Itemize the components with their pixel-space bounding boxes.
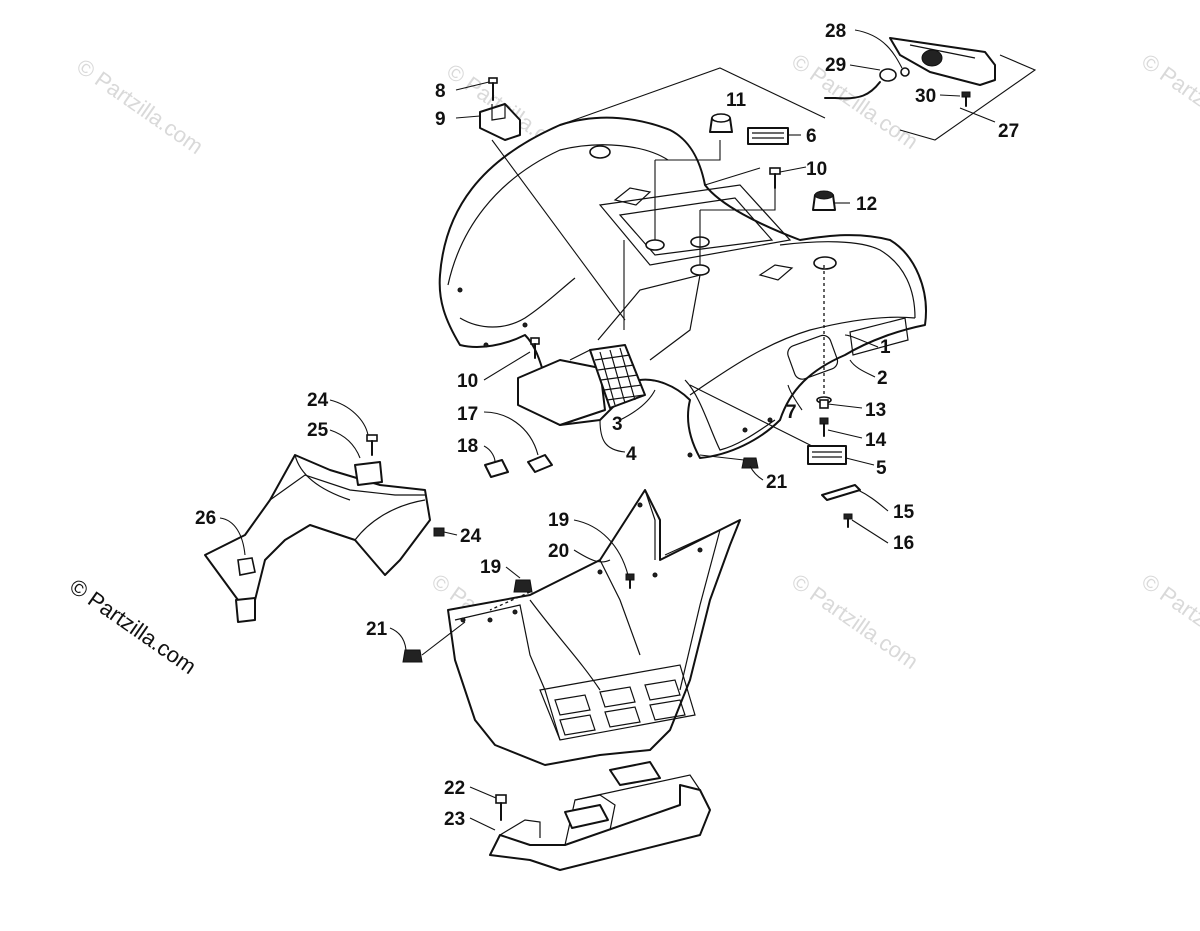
watermark-text: © Partzilla.com <box>787 569 923 675</box>
callout-label: 19 <box>480 557 501 578</box>
clip-17 <box>527 454 553 473</box>
nut-19 <box>513 579 533 593</box>
callout-label: 4 <box>626 444 637 465</box>
callout-label: 22 <box>444 778 465 799</box>
callout-label: 3 <box>612 414 623 435</box>
callout-label: 29 <box>825 55 846 76</box>
screw-19-inner <box>625 573 635 589</box>
clip-18 <box>484 459 509 478</box>
callout-label: 26 <box>195 508 216 529</box>
screw-24-right <box>433 527 445 537</box>
fastener-13 <box>816 396 832 409</box>
callout-label: 25 <box>307 420 329 441</box>
callout-label: 9 <box>435 109 446 130</box>
callout-label: 24 <box>307 390 329 411</box>
callout-label: 8 <box>435 81 446 102</box>
callout-label: 19 <box>548 510 569 531</box>
nut-21-top <box>741 457 759 469</box>
callout-label: 23 <box>444 809 465 830</box>
footwell <box>447 489 741 766</box>
callout-label: 18 <box>457 436 478 457</box>
watermark-text: © Partzilla.com <box>1137 49 1200 155</box>
callout-label: 24 <box>460 526 482 547</box>
bolt-10-left <box>530 337 540 359</box>
callout-label: 13 <box>865 400 886 421</box>
rear-rack <box>489 761 711 871</box>
watermark-text: © Partzilla.com <box>72 54 208 160</box>
callout-label: 20 <box>548 541 569 562</box>
grommet-12 <box>812 190 836 211</box>
callout-label: 2 <box>877 368 888 389</box>
bolt-22 <box>495 794 507 821</box>
callout-label: 21 <box>366 619 388 640</box>
callout-label: 10 <box>806 159 827 180</box>
bracket-9 <box>479 103 521 141</box>
callout-label: 10 <box>457 371 478 392</box>
callout-label: 16 <box>893 533 914 554</box>
nut-21-bottom <box>402 649 423 663</box>
callout-label: 28 <box>825 21 846 42</box>
copyright-text: © Partzilla.com <box>65 574 201 680</box>
callout-label: 11 <box>726 90 747 111</box>
callout-leaders <box>219 29 996 831</box>
callout-label: 21 <box>766 472 788 493</box>
callout-label: 30 <box>915 86 936 107</box>
grommet-11 <box>709 113 733 133</box>
rear-fender <box>438 116 927 459</box>
label-6 <box>747 127 789 145</box>
callout-label: 15 <box>893 502 915 523</box>
callout-label: 1 <box>880 337 891 358</box>
bolt-8 <box>488 77 498 101</box>
tail-light-assembly <box>824 37 996 107</box>
screw-14 <box>819 417 829 437</box>
strip-15 <box>821 484 861 501</box>
callout-label: 6 <box>806 126 817 147</box>
callout-label: 12 <box>856 194 877 215</box>
screw-16 <box>843 513 853 528</box>
callout-label: 14 <box>865 430 887 451</box>
callout-label: 27 <box>998 121 1019 142</box>
label-5 <box>807 445 847 465</box>
callout-label: 7 <box>786 402 797 423</box>
mud-guard <box>204 454 431 623</box>
bolt-10-top <box>769 167 781 189</box>
callout-label: 5 <box>876 458 887 479</box>
callout-labels: 1 2 3 4 5 6 7 8 9 10 10 11 12 13 14 15 1… <box>195 21 1019 830</box>
callout-label: 17 <box>457 404 478 425</box>
watermark-text: © Partzilla.com <box>1137 569 1200 675</box>
screw-24-top <box>366 434 378 456</box>
